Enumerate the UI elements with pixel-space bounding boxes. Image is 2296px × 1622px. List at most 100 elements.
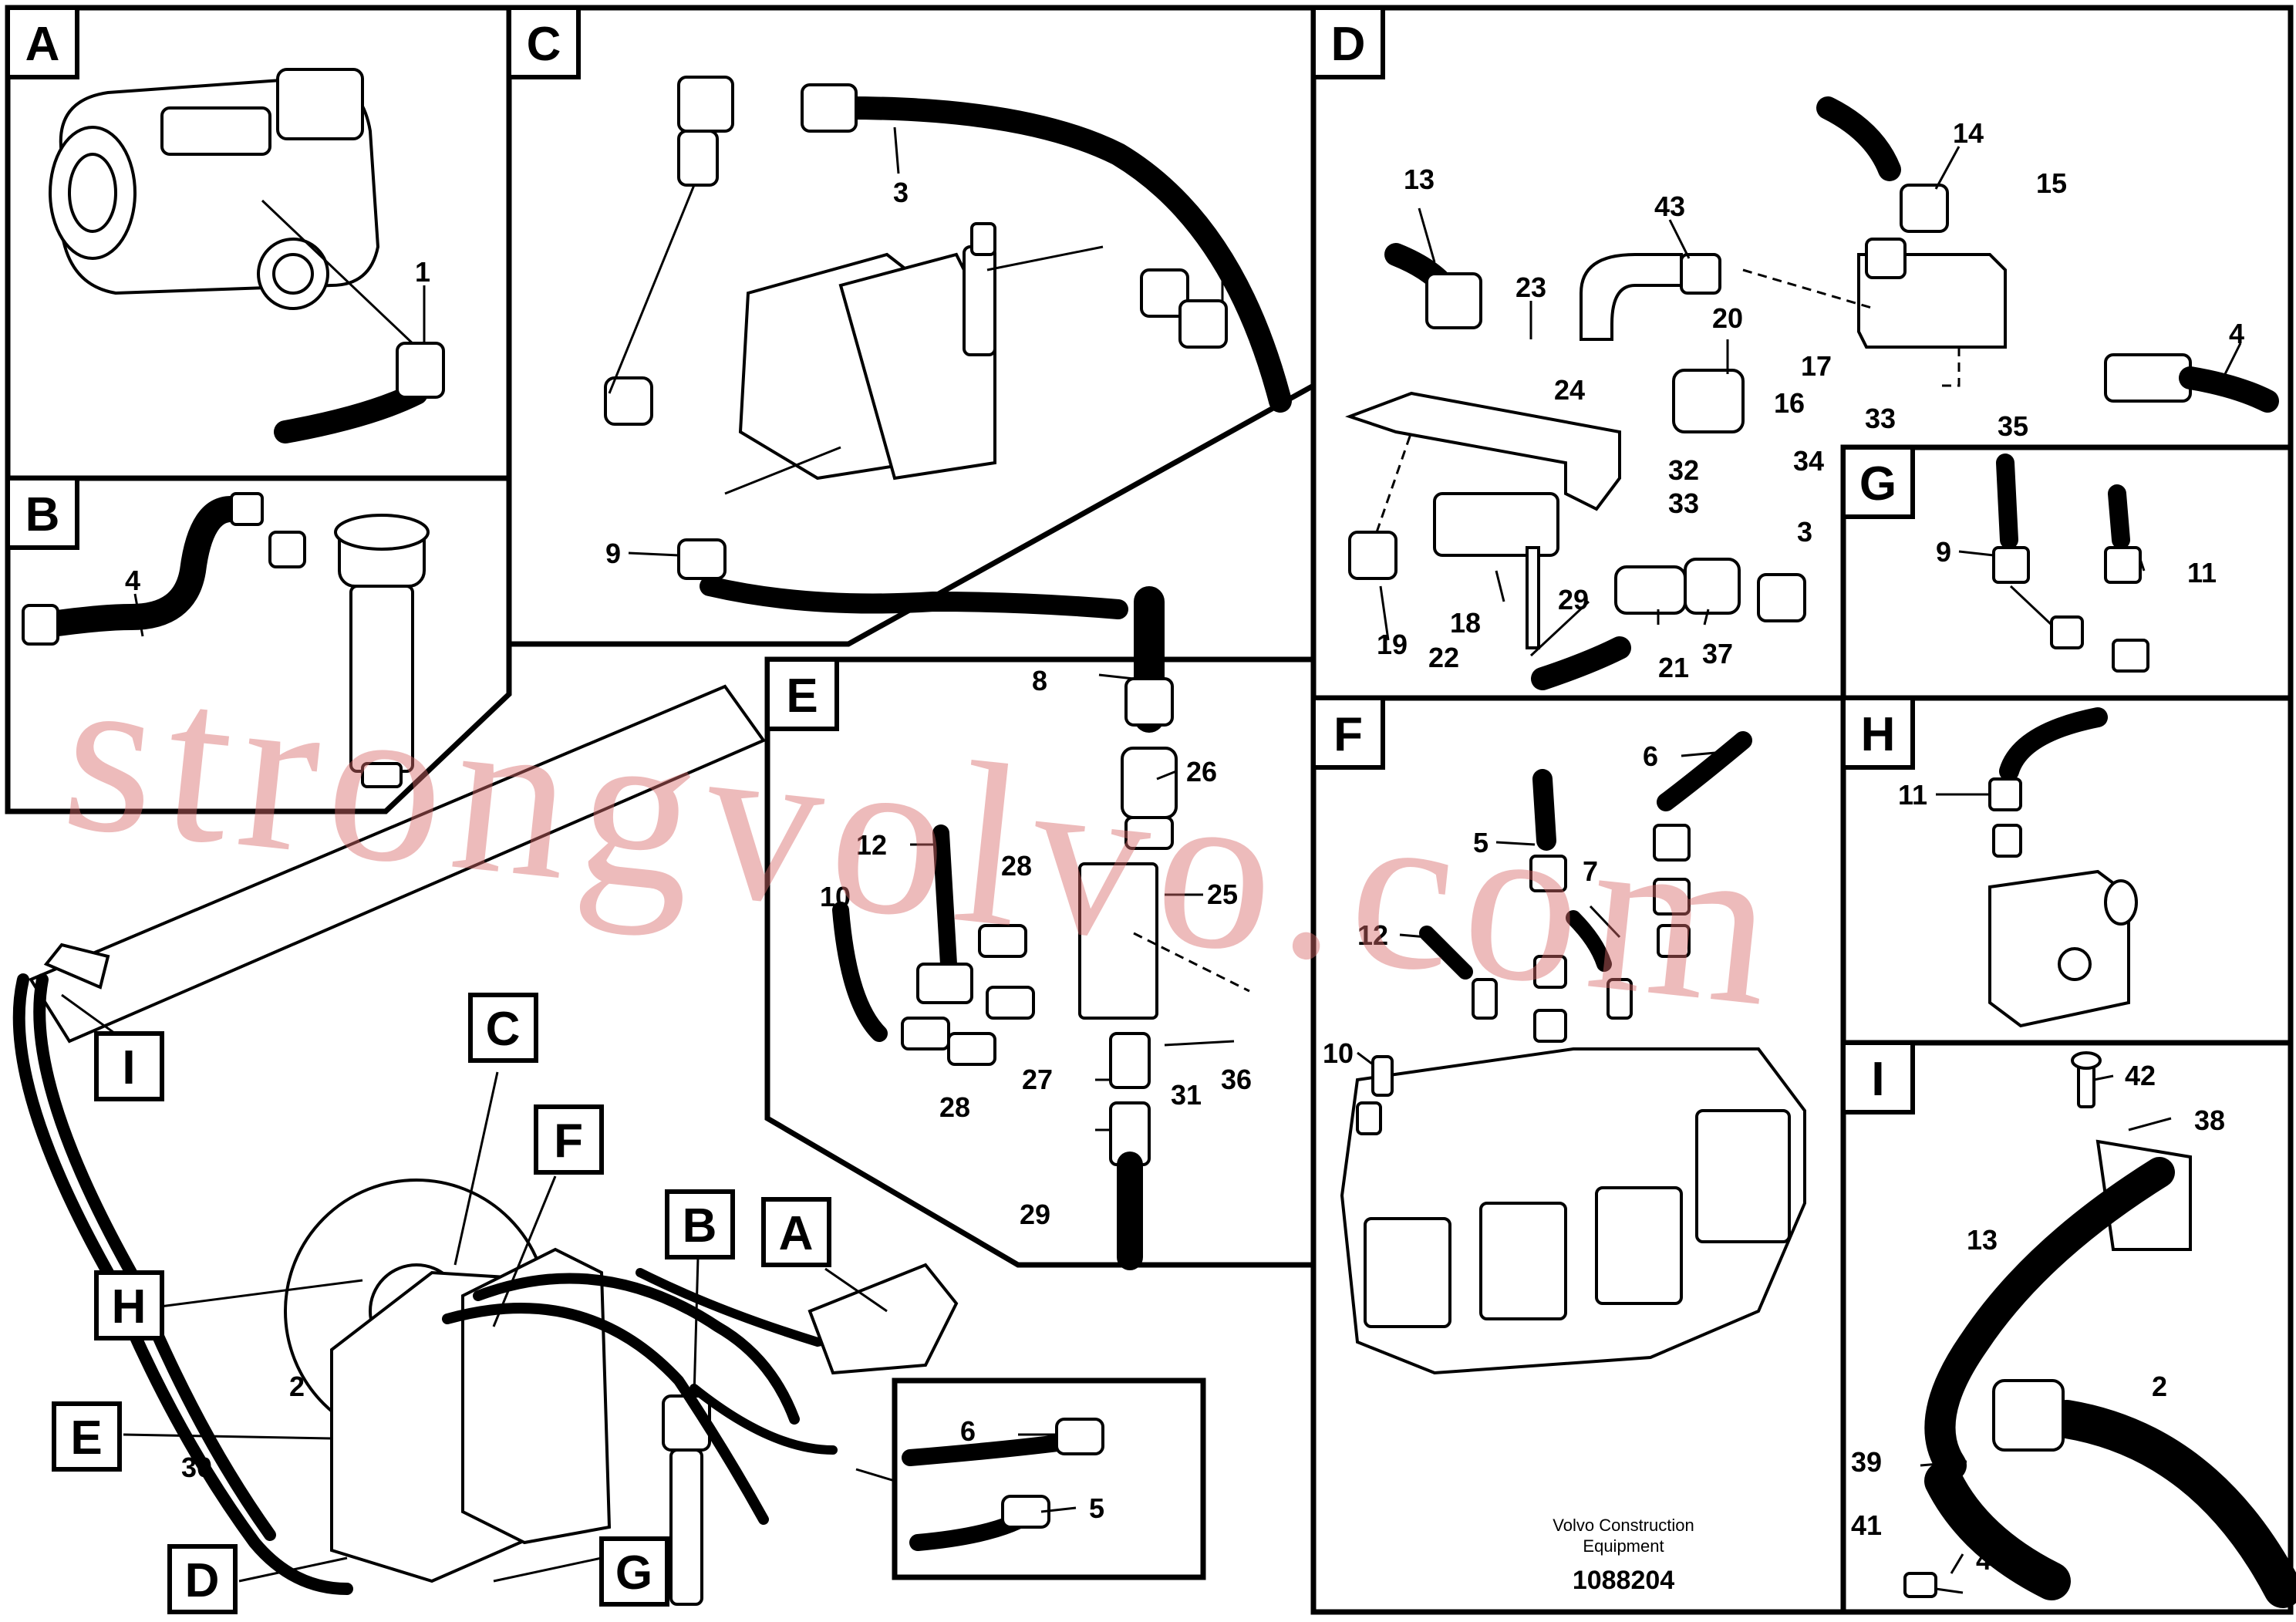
- callout-e-36: 36: [1221, 1064, 1252, 1095]
- svg-text:H: H: [112, 1280, 147, 1334]
- svg-text:B: B: [25, 488, 60, 541]
- callout-e-10: 10: [820, 881, 851, 912]
- callout-inset-5: 5: [1089, 1492, 1104, 1524]
- panel-frames: [5, 5, 2294, 1615]
- inset-illustration: [902, 1418, 1104, 1551]
- footer-line1: Volvo Construction: [1553, 1516, 1694, 1535]
- callout-e-31: 31: [1171, 1079, 1202, 1111]
- callout-h-11: 11: [1898, 779, 1927, 811]
- overview-tag-f: F: [534, 1104, 604, 1175]
- overview-tag-g: G: [599, 1536, 669, 1607]
- callout-d-24: 24: [1554, 374, 1585, 406]
- callout-d-33b: 33: [1668, 487, 1699, 519]
- callout-d-22: 22: [1428, 642, 1459, 673]
- callout-i-41: 41: [1851, 1509, 1882, 1541]
- panel-letter-c: C: [507, 5, 581, 79]
- callout-i-2: 2: [2152, 1371, 2167, 1402]
- callout-d-19: 19: [1377, 629, 1408, 660]
- callout-d-34: 34: [1793, 445, 1824, 477]
- svg-text:G: G: [615, 1546, 652, 1600]
- callout-d-17: 17: [1801, 350, 1832, 382]
- panel-f-illustration: [1340, 731, 1806, 1375]
- callout-d-43: 43: [1654, 191, 1685, 222]
- callout-d-35: 35: [1998, 410, 2028, 442]
- panel-h-illustration: [1988, 707, 2138, 1028]
- svg-text:B: B: [683, 1199, 717, 1253]
- panel-letter-f: F: [1311, 696, 1385, 770]
- callout-d-13: 13: [1404, 164, 1435, 195]
- callout-d-37: 37: [1702, 638, 1733, 669]
- callout-overview-30: 30: [181, 1452, 212, 1483]
- callout-labels: 1 4 3 1 9 13 43 23 20 24 14 15 17 16 33 …: [125, 117, 2244, 1576]
- callout-b-4: 4: [125, 565, 140, 596]
- callout-e-25: 25: [1207, 878, 1238, 910]
- overview-illustration: [12, 684, 959, 1606]
- overview-tag-a: A: [761, 1197, 831, 1267]
- callout-f-6: 6: [1643, 740, 1658, 772]
- panel-letter-g: G: [1841, 445, 1915, 519]
- callout-d-32: 32: [1668, 454, 1699, 486]
- panel-letter-h: H: [1841, 696, 1915, 770]
- callout-d-23: 23: [1515, 271, 1546, 303]
- callout-d-33a: 33: [1865, 403, 1896, 434]
- callout-i-13: 13: [1967, 1224, 1998, 1256]
- callout-d-4: 4: [2229, 318, 2244, 349]
- panel-b-illustration: [22, 492, 430, 788]
- callout-f-10: 10: [1323, 1037, 1354, 1069]
- overview-tag-c: C: [468, 993, 538, 1063]
- overview-tag-h: H: [94, 1270, 164, 1340]
- panel-g-illustration: [1992, 454, 2149, 673]
- callout-i-42: 42: [2125, 1060, 2156, 1091]
- panel-letter-e: E: [765, 657, 839, 731]
- callout-d-18: 18: [1450, 607, 1481, 639]
- callout-d-3: 3: [1797, 516, 1812, 548]
- svg-text:F: F: [554, 1114, 583, 1168]
- svg-text:D: D: [185, 1554, 220, 1607]
- callout-c-3: 3: [893, 177, 909, 208]
- svg-text:D: D: [1331, 18, 1366, 71]
- panel-letter-b: B: [5, 476, 79, 550]
- panel-c-illustration: [604, 76, 1292, 619]
- overview-tag-e: E: [52, 1401, 122, 1472]
- document-number: 1088204: [1573, 1566, 1674, 1595]
- callout-d-15: 15: [2036, 167, 2067, 199]
- callout-e-29: 29: [1020, 1199, 1050, 1230]
- panel-a-illustration: [49, 68, 445, 443]
- overview-tag-i: I: [94, 1031, 164, 1101]
- callout-g-9: 9: [1936, 536, 1951, 568]
- callout-e-28a: 28: [1001, 850, 1032, 882]
- svg-text:G: G: [1859, 457, 1896, 511]
- panel-i-illustration: [1903, 1051, 2296, 1608]
- svg-text:A: A: [779, 1207, 814, 1260]
- callout-d-16: 16: [1774, 387, 1805, 419]
- panel-letter-i: I: [1841, 1040, 1915, 1114]
- callout-d-14: 14: [1953, 117, 1984, 149]
- callout-g-11: 11: [2187, 557, 2217, 588]
- svg-text:I: I: [1871, 1053, 1884, 1106]
- callout-i-38: 38: [2194, 1104, 2225, 1136]
- callout-e-28b: 28: [939, 1091, 970, 1123]
- svg-text:H: H: [1861, 708, 1896, 761]
- callout-e-27: 27: [1022, 1064, 1053, 1095]
- panel-d-illustration: [1345, 96, 2279, 690]
- callout-i-39: 39: [1851, 1446, 1882, 1478]
- svg-text:E: E: [70, 1411, 102, 1465]
- callout-i-40: 40: [1976, 1544, 2007, 1576]
- footer-line2: Equipment: [1583, 1536, 1664, 1556]
- callout-d-29: 29: [1558, 584, 1589, 615]
- callout-d-20: 20: [1712, 302, 1743, 334]
- panel-letter-d: D: [1311, 5, 1385, 79]
- svg-text:A: A: [25, 18, 60, 71]
- overview-tag-b: B: [665, 1189, 735, 1259]
- overview-leaders: [61, 993, 895, 1583]
- callout-e-12: 12: [856, 829, 887, 861]
- overview-tag-d: D: [167, 1544, 238, 1614]
- svg-text:C: C: [486, 1003, 521, 1056]
- callout-e-26: 26: [1186, 756, 1217, 787]
- callout-f-5: 5: [1473, 827, 1489, 858]
- callout-a-1: 1: [415, 256, 430, 288]
- panel-letter-a: A: [5, 5, 79, 79]
- callout-f-7: 7: [1583, 855, 1598, 887]
- callout-inset-6: 6: [960, 1415, 976, 1447]
